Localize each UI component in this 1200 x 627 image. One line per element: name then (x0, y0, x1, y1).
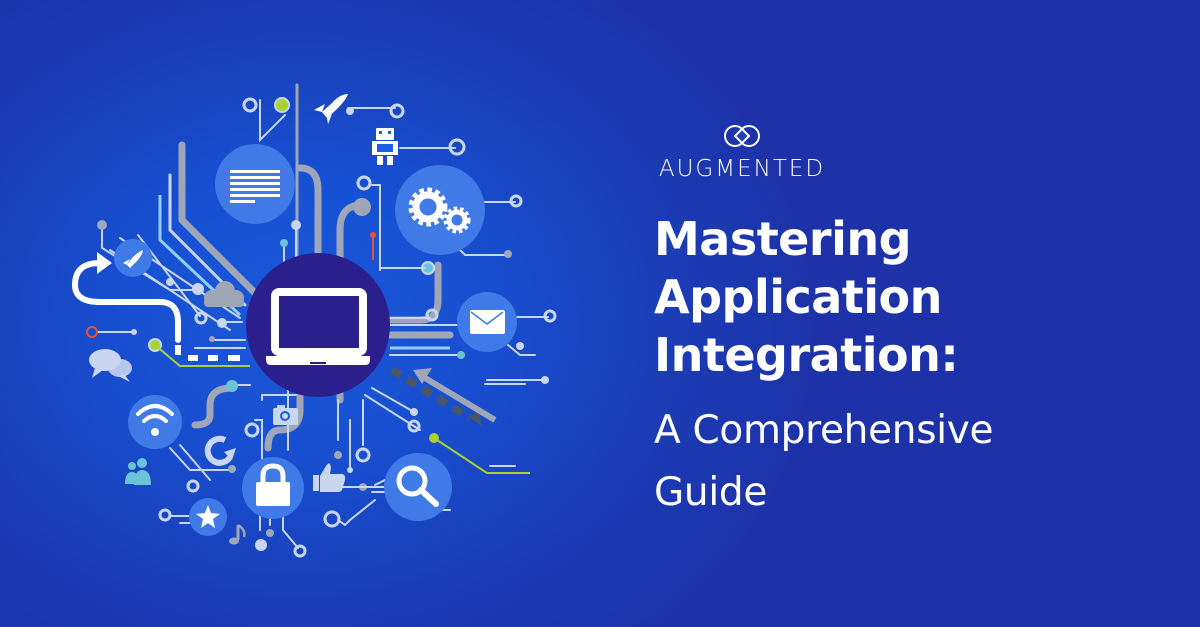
star-icon (189, 498, 227, 536)
headline-line-1: Mastering (654, 212, 912, 266)
brand-logo: AUGMENTED (654, 122, 830, 182)
headline-line-2: Application (654, 270, 942, 324)
cloud-icon (204, 281, 244, 307)
email-icon (457, 292, 517, 352)
subheadline: A Comprehensive Guide (654, 400, 994, 524)
camera-icon (273, 405, 298, 425)
robot-icon (372, 128, 398, 165)
integration-illustration: .cl { stroke:#c9d6f0; stroke-width:3; fi… (71, 83, 557, 558)
headline-line-3: Integration: (654, 328, 959, 382)
thumbs-up-icon (313, 463, 346, 492)
rocket-icon (314, 94, 348, 124)
interlocking-rings-icon (724, 125, 760, 147)
gears-icon (395, 165, 485, 255)
subheadline-line-1: A Comprehensive (654, 408, 994, 453)
brand-name: AUGMENTED (658, 156, 826, 182)
curved-rocket-badge-icon (114, 239, 152, 277)
refresh-icon (204, 435, 236, 466)
headline: Mastering Application Integration: (654, 210, 959, 384)
wifi-icon (128, 395, 182, 449)
laptop-icon (246, 253, 390, 397)
document-icon (215, 144, 295, 224)
chat-icon (89, 349, 132, 382)
users-icon (125, 458, 151, 485)
search-icon (384, 453, 452, 521)
music-note-icon (229, 523, 246, 545)
circuit-lines (71, 83, 557, 558)
lock-icon (242, 457, 304, 519)
text-panel: AUGMENTED Mastering Application Integrat… (654, 0, 1194, 627)
subheadline-line-2: Guide (654, 470, 768, 515)
